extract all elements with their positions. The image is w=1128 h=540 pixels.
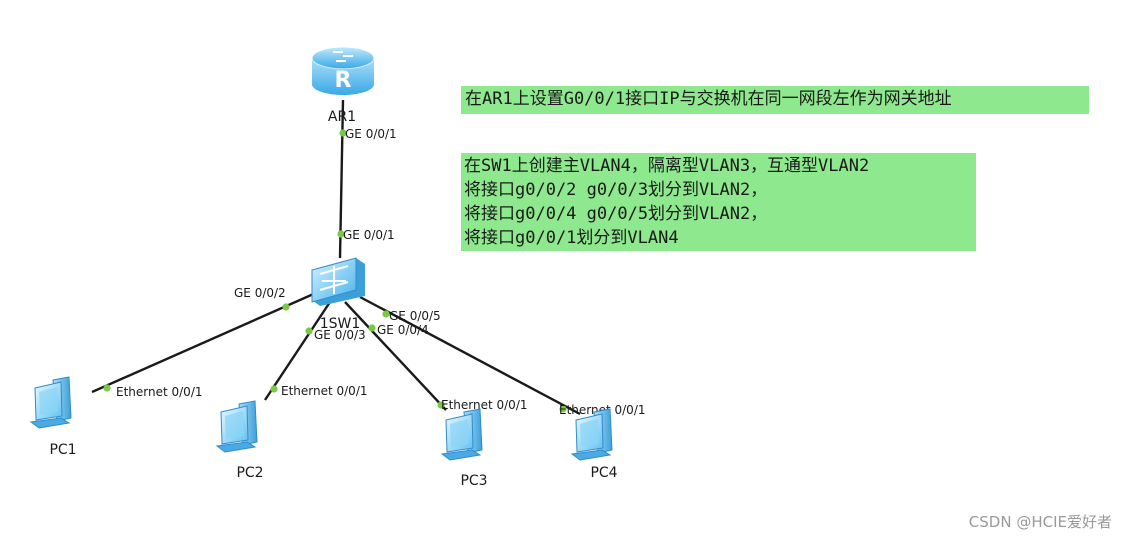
router-icon[interactable]: R: [311, 46, 375, 95]
port-dot-pc4: [559, 405, 567, 413]
port-label-pc1: Ethernet 0/0/1: [116, 385, 203, 399]
links: [91, 99, 581, 416]
port-label-ar1: GE 0/0/1: [345, 127, 397, 141]
port-dot-pc3: [437, 401, 445, 409]
switch-icon[interactable]: [311, 257, 365, 306]
port-dot-ar1: [339, 129, 347, 137]
pc2-icon[interactable]: [216, 400, 258, 453]
router-label: AR1: [328, 109, 356, 125]
switch-label: 1SW1: [320, 316, 361, 332]
sw1-config-note-line: 在SW1上创建主VLAN4，隔离型VLAN3，互通型VLAN2: [464, 156, 870, 176]
port-dot-sw1-uplink: [337, 230, 345, 238]
sw1-config-note: 在SW1上创建主VLAN4，隔离型VLAN3，互通型VLAN2 将接口g0/0/…: [461, 153, 976, 251]
ar1-config-note: 在AR1上设置G0/0/1接口IP与交换机在同一网段左作为网关地址: [461, 86, 1089, 114]
sw1-config-note-line: 将接口g0/0/1划分到VLAN4: [464, 228, 679, 248]
link-sw1-pc1: [91, 290, 319, 394]
pc2-label: PC2: [236, 465, 263, 481]
port-label-sw1-uplink: GE 0/0/1: [343, 228, 395, 242]
link-sw1-pc4: [359, 295, 581, 416]
sw1-config-note-line: 将接口g0/0/2 g0/0/3划分到VLAN2，: [464, 180, 768, 200]
pc4-label: PC4: [590, 465, 617, 481]
port-dot-pc2: [270, 385, 278, 393]
router-glyph: R: [335, 68, 352, 93]
pc3-label: PC3: [460, 473, 487, 489]
port-label-pc2: Ethernet 0/0/1: [281, 384, 368, 398]
link-sw1-pc3: [344, 301, 447, 411]
port-label-sw1-p3: GE 0/0/3: [314, 328, 366, 342]
pc1-label: PC1: [49, 442, 76, 458]
port-dots: [103, 129, 567, 413]
port-dot-sw1-p2: [282, 303, 290, 311]
port-label-sw1-p5: GE 0/0/5: [389, 309, 441, 323]
port-label-pc3: Ethernet 0/0/1: [441, 398, 528, 412]
watermark: CSDN @HCIE爱好者: [968, 513, 1112, 531]
port-label-sw1-p4: GE 0/0/4: [377, 323, 429, 337]
link-sw1-pc2: [263, 301, 332, 401]
pc3-icon[interactable]: [441, 408, 483, 461]
pc1-icon[interactable]: [30, 376, 72, 429]
port-dot-sw1-p5: [382, 310, 390, 318]
port-dot-pc1: [103, 384, 111, 392]
port-dot-sw1-p4: [368, 324, 376, 332]
ar1-config-note-text: 在AR1上设置G0/0/1接口IP与交换机在同一网段左作为网关地址: [465, 89, 952, 109]
port-label-sw1-p2: GE 0/0/2: [234, 286, 286, 300]
port-dot-sw1-p3: [305, 327, 313, 335]
sw1-config-note-line: 将接口g0/0/4 g0/0/5划分到VLAN2，: [464, 204, 768, 224]
